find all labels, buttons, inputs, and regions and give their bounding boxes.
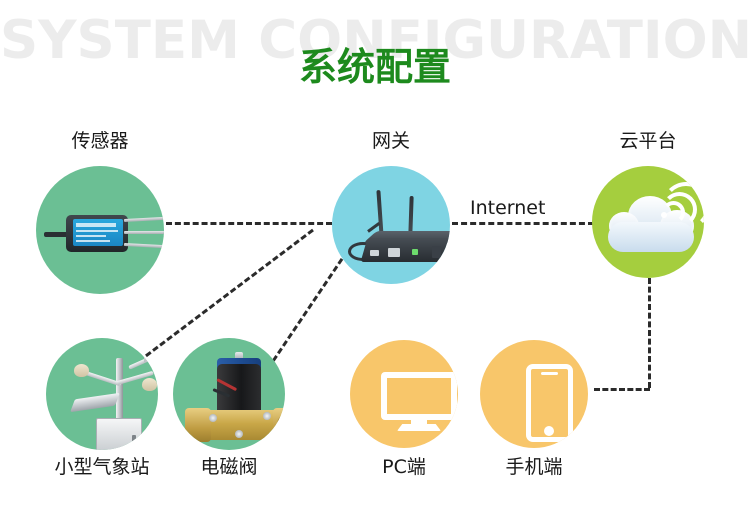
- phone-speaker: [541, 372, 558, 375]
- node-gateway-circle[interactable]: [332, 166, 450, 284]
- router-gateway-icon: [342, 186, 450, 274]
- monitor-neck: [411, 418, 427, 426]
- smartphone-icon: [526, 364, 573, 442]
- connector-cloud-to-mobile-vertical: [648, 278, 651, 388]
- connector-gateway-to-cloud: [452, 222, 594, 225]
- node-sensor[interactable]: 传感器: [36, 132, 164, 294]
- node-pc-terminal-circle[interactable]: [350, 340, 458, 448]
- node-solenoid-valve-circle[interactable]: [173, 338, 285, 450]
- node-mobile-terminal-label: 手机端: [505, 456, 563, 478]
- gateway-power-port: [432, 246, 441, 258]
- valve-inlet-port: [185, 408, 211, 442]
- anemometer-cup: [142, 378, 157, 391]
- page-title-english: SYSTEM CONFIGURATION: [0, 10, 750, 71]
- node-gateway-label: 网关: [371, 130, 410, 152]
- node-weather-station[interactable]: 小型气象站: [40, 338, 164, 484]
- internet-label: Internet: [470, 197, 546, 219]
- solar-panel: [70, 392, 120, 413]
- wifi-signal-dot: [661, 212, 667, 218]
- sensor-screen: [73, 219, 123, 246]
- node-solenoid-valve-label: 电磁阀: [200, 456, 258, 478]
- sensor-prong: [123, 216, 164, 222]
- node-cloud-platform[interactable]: 云平台: [592, 132, 704, 278]
- controller-enclosure: [96, 418, 142, 450]
- node-weather-station-label: 小型气象站: [54, 456, 150, 478]
- desktop-monitor-icon: [381, 372, 457, 432]
- gateway-sim-slot: [370, 250, 379, 256]
- solenoid-coil: [217, 364, 261, 416]
- monitor-screen: [381, 372, 457, 420]
- sensor-prong: [123, 243, 164, 249]
- node-sensor-circle[interactable]: [36, 166, 164, 294]
- node-sensor-label: 传感器: [71, 130, 129, 152]
- phone-body: [526, 364, 573, 442]
- weather-station-mast: [116, 358, 123, 450]
- valve-bolt: [209, 414, 217, 422]
- sensor-prong: [124, 231, 164, 234]
- valve-manual-stem: [235, 352, 243, 361]
- wifi-signal-arc: [662, 192, 697, 227]
- node-weather-station-circle[interactable]: [46, 338, 158, 450]
- node-pc-terminal[interactable]: PC端: [350, 340, 458, 482]
- connector-cloud-to-mobile-horizontal: [594, 388, 650, 391]
- wind-vane: [128, 353, 155, 370]
- node-solenoid-valve[interactable]: 电磁阀: [170, 338, 288, 484]
- wifi-signal-arc: [662, 201, 685, 224]
- gateway-ethernet-port: [388, 248, 400, 257]
- node-gateway[interactable]: 网关: [330, 132, 452, 284]
- valve-bolt: [235, 430, 243, 438]
- connector-sensor-to-gateway: [166, 222, 332, 225]
- cloud-wifi-icon: [606, 182, 704, 256]
- gateway-status-led: [412, 249, 418, 255]
- anemometer-cup: [74, 364, 89, 377]
- weather-station-icon: [68, 350, 158, 450]
- solenoid-valve-icon: [185, 352, 285, 450]
- valve-outlet-bore: [277, 414, 285, 436]
- node-pc-terminal-label: PC端: [382, 456, 426, 478]
- sensor-cable: [44, 232, 70, 237]
- monitor-stand: [397, 424, 441, 431]
- page-title-chinese: 系统配置: [298, 45, 451, 89]
- node-cloud-platform-label: 云平台: [619, 130, 677, 152]
- page-header: SYSTEM CONFIGURATION 系统配置: [0, 0, 750, 110]
- phone-home-button: [544, 426, 554, 436]
- node-mobile-terminal[interactable]: 手机端: [480, 340, 588, 482]
- soil-moisture-sensor-icon: [44, 206, 164, 256]
- node-cloud-platform-circle[interactable]: [592, 166, 704, 278]
- node-mobile-terminal-circle[interactable]: [480, 340, 588, 448]
- valve-bolt: [263, 412, 271, 420]
- wifi-signal-arc: [662, 182, 704, 230]
